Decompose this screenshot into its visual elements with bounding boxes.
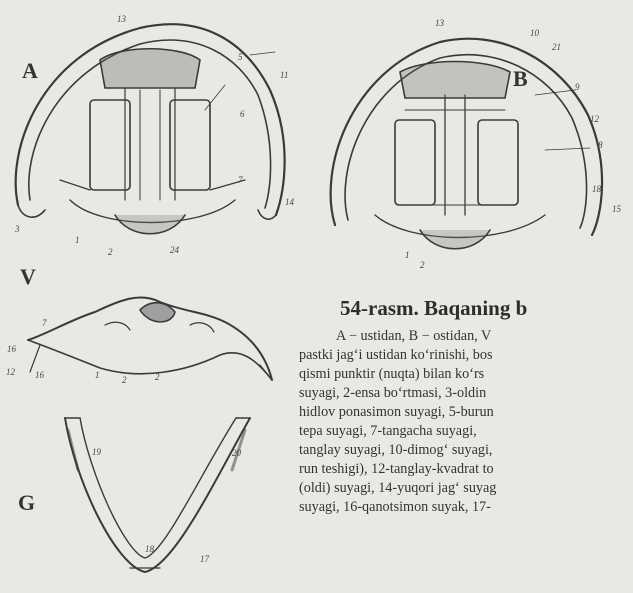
label-a-2: 2 — [108, 247, 113, 257]
label-g-19: 19 — [92, 447, 102, 457]
label-b-13: 13 — [435, 18, 445, 28]
label-g-17: 17 — [200, 554, 210, 564]
label-a-11: 11 — [280, 70, 288, 80]
caption-line: tanglay suyagi, 10-dimog‘ suyagi, — [299, 441, 633, 460]
label-b-15: 15 — [612, 204, 622, 214]
label-v-2: 2 — [122, 375, 127, 385]
label-a-5: 5 — [238, 52, 243, 62]
caption-line: suyagi, 16-qanotsimon suyak, 17- — [299, 498, 633, 517]
label-b-18: 18 — [592, 184, 602, 194]
label-v-16: 16 — [7, 344, 17, 354]
caption-line: hidlov ponasimon suyagi, 5-burun — [299, 403, 633, 422]
label-g-18: 18 — [145, 544, 155, 554]
skull-posterior-drawing — [28, 297, 272, 380]
label-v-2b: 2 — [155, 372, 160, 382]
panel-letter-v: V — [20, 264, 36, 290]
label-b-9: 9 — [575, 82, 580, 92]
panel-letter-a: A — [22, 58, 38, 84]
label-v-1: 1 — [95, 370, 100, 380]
lower-jaw-drawing — [65, 418, 250, 572]
label-a-6: 6 — [240, 109, 245, 119]
figure-caption-title: 54-rasm. Baqaning b — [340, 296, 527, 321]
panel-letter-b: B — [513, 66, 528, 92]
figure-caption-body: A − ustidan, B − ostidan, V pastki jag‘i… — [299, 327, 633, 517]
label-a-24: 24 — [170, 245, 180, 255]
skull-ventral-drawing — [331, 39, 602, 249]
label-b-12: 12 — [590, 114, 600, 124]
caption-line: tepa suyagi, 7-tangacha suyagi, — [299, 422, 633, 441]
label-b-1: 1 — [405, 250, 410, 260]
label-a-7: 7 — [238, 175, 243, 185]
label-a-14: 14 — [285, 197, 295, 207]
label-b-10: 10 — [530, 28, 540, 38]
skull-dorsal-drawing — [16, 24, 285, 234]
caption-line: pastki jag‘i ustidan ko‘rinishi, bos — [299, 346, 633, 365]
label-a-1: 1 — [75, 235, 80, 245]
label-v-7: 7 — [42, 318, 47, 328]
caption-line: suyagi, 2-ensa bo‘rtmasi, 3-oldin — [299, 384, 633, 403]
label-g-20: 20 — [232, 448, 242, 458]
caption-line: run teshigi), 12-tanglay-kvadrat to — [299, 460, 633, 479]
label-b-2: 2 — [420, 260, 425, 270]
caption-line: (oldi) suyagi, 14-yuqori jag‘ suyag — [299, 479, 633, 498]
label-a-3: 3 — [14, 224, 20, 234]
label-v-12: 12 — [6, 367, 16, 377]
caption-line: A − ustidan, B − ostidan, V — [299, 327, 633, 346]
caption-line: qismi punktir (nuqta) bilan ko‘rs — [299, 365, 633, 384]
label-b-8: 8 — [598, 140, 603, 150]
label-v-16b: 16 — [35, 370, 45, 380]
label-b-21: 21 — [552, 42, 561, 52]
panel-letter-g: G — [18, 490, 35, 516]
label-a-13: 13 — [117, 14, 127, 24]
